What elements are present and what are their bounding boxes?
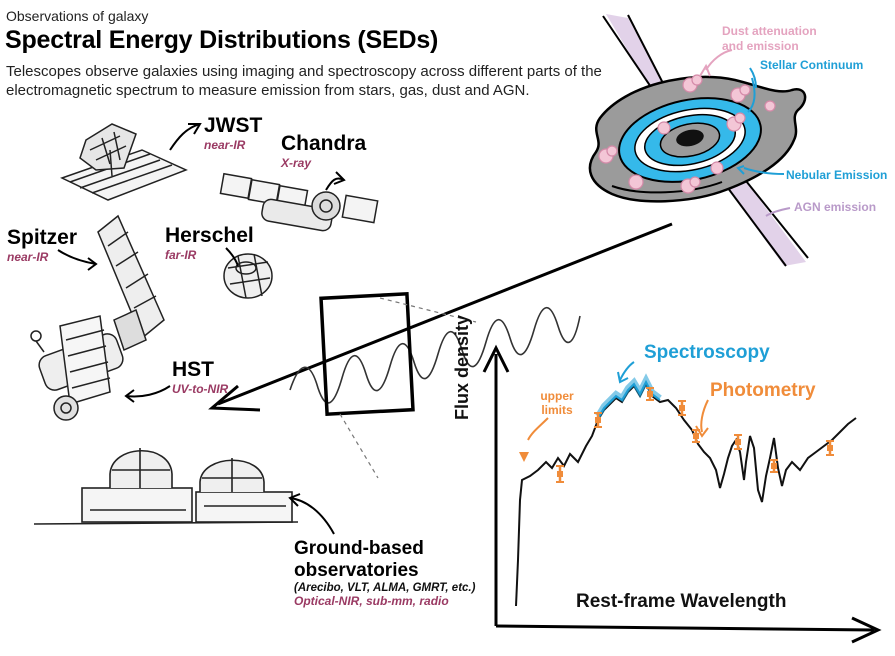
chandra-name: Chandra [281,132,367,155]
overline: Observations of galaxy [6,8,149,24]
spitzer-sketch [97,214,165,352]
photometry-point [595,417,601,423]
photometry-point [647,391,653,397]
upper-limits-label: upper limits [540,389,574,417]
sed-spectrum-curve [515,381,857,607]
jwst-name: JWST [204,114,263,137]
herschel-label: Herschel far-IR [165,224,254,262]
description: Telescopes observe galaxies using imagin… [6,63,602,99]
jwst-label: JWST near-IR [204,114,262,152]
chandra-label: Chandra X-ray [281,132,366,170]
nebular-label: Nebular Emission [786,168,888,182]
spitzer-name: Spitzer [7,226,78,249]
ground-list: (Arecibo, VLT, ALMA, GMRT, etc.) [294,582,476,594]
chandra-band: X-ray [281,156,312,170]
x-axis-label: Rest-frame Wavelength [576,591,787,612]
photometry-point [735,439,741,445]
spectroscopy-label: Spectroscopy [644,342,770,363]
sed-plot [482,344,882,644]
ground-name: Ground-based observatories [294,538,424,581]
dust-clouds [598,74,776,194]
spitzer-label: Spitzer near-IR [7,226,77,264]
page-title: Spectral Energy Distributions (SEDs) [5,26,439,54]
ground-observatory-sketch [33,448,299,525]
photometry-point [827,445,833,451]
upper-limit-marker [519,452,529,462]
y-axis-label: Flux density [452,314,472,420]
spectroscopy-trace [597,379,661,419]
hst-sketch [30,315,124,421]
photometry-point [693,433,699,439]
herschel-name: Herschel [165,224,254,247]
photometry-label: Photometry [710,380,816,401]
spitzer-band: near-IR [7,250,49,264]
light-path [208,222,673,479]
herschel-band: far-IR [165,248,197,262]
jwst-sketch [60,123,188,201]
hst-band: UV-to-NIR [172,382,229,396]
hst-name: HST [172,358,214,381]
dust-label: Dust attenuation and emission [722,24,817,53]
detector-frame [319,291,415,417]
agn-jet-lower [716,168,806,266]
hst-label: HST UV-to-NIR [172,358,228,396]
ground-band: Optical-NIR, sub-mm, radio [294,594,449,608]
galaxy-illustration [588,14,809,267]
stellar-label: Stellar Continuum [760,58,864,72]
photometry-point [557,471,563,477]
jwst-band: near-IR [204,138,246,152]
herschel-sketch [223,253,273,299]
agn-label: AGN emission [794,200,877,214]
ground-label: Ground-based observatories (Arecibo, VLT… [294,538,484,608]
photometry-point [679,405,685,411]
x-axis-line [495,624,875,632]
photometry-point [771,463,777,469]
chandra-sketch [219,172,379,232]
em-wave [289,306,581,404]
agn-core [676,129,704,147]
